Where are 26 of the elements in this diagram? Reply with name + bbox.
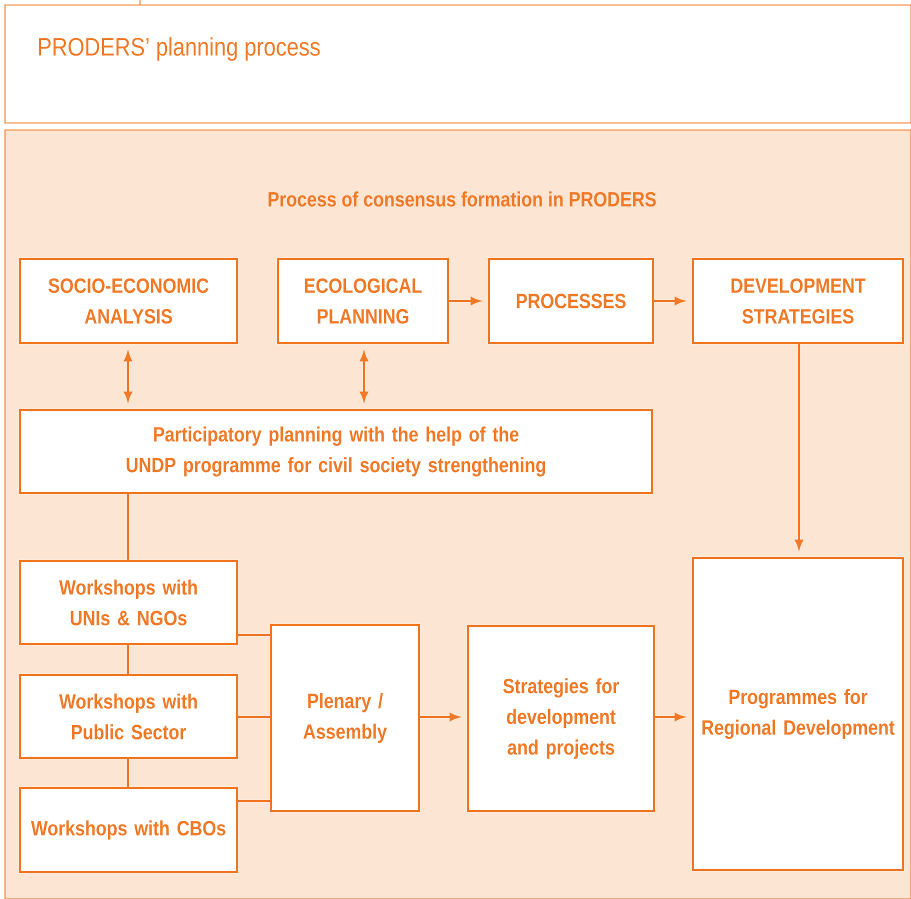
arrow xyxy=(124,352,132,401)
process-box: Programmes for Regional Development xyxy=(692,557,904,871)
process-box: Participatory planning with the help of the UNDP programme for civil society strengthening xyxy=(19,409,653,494)
process-box: DEVELOPMENT STRATEGIES xyxy=(692,258,904,344)
connector-line xyxy=(238,800,270,802)
connector-line xyxy=(127,494,129,560)
arrow xyxy=(449,297,480,305)
connector-line xyxy=(127,645,129,674)
heading: Process of consensus formation in PRODERS xyxy=(268,191,656,207)
process-box: ECOLOGICAL PLANNING xyxy=(277,258,449,344)
process-box: SOCIO-ECONOMIC ANALYSIS xyxy=(19,258,238,344)
process-box: Workshops with Public Sector xyxy=(19,674,238,759)
connector-line xyxy=(238,716,270,718)
process-box: Plenary / Assembly xyxy=(270,624,420,812)
connector-line xyxy=(238,634,270,636)
connector-line xyxy=(127,759,129,787)
arrow xyxy=(795,344,803,549)
arrow xyxy=(360,352,368,401)
process-box: Strategies for development and projects xyxy=(467,625,655,812)
arrow xyxy=(420,713,459,721)
title: PRODERS’ planning process xyxy=(39,37,320,61)
arrow xyxy=(654,297,684,305)
process-box: Workshops with UNIs & NGOs xyxy=(19,560,238,645)
arrow xyxy=(655,713,684,721)
process-box: PROCESSES xyxy=(488,258,654,344)
process-box: Workshops with CBOs xyxy=(19,787,238,873)
